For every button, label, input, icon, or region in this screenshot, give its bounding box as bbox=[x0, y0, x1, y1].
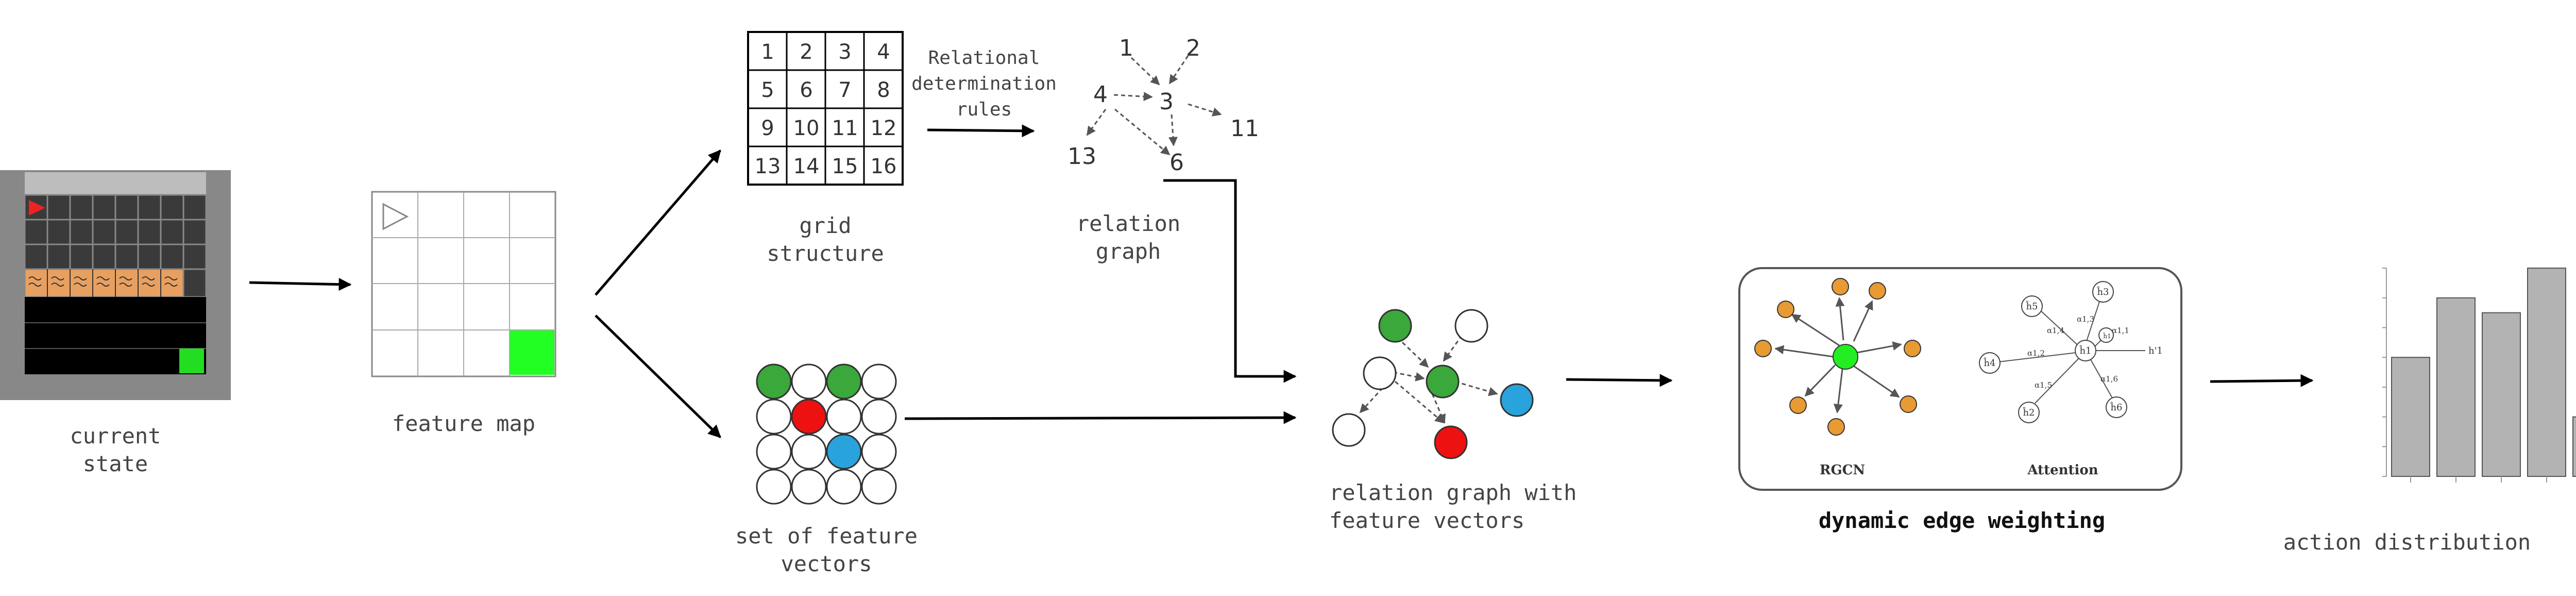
rules-line1: Relational bbox=[928, 47, 1040, 69]
feature-map-label: feature map bbox=[392, 411, 535, 436]
lava-row bbox=[24, 268, 184, 298]
current-state-panel: current state bbox=[0, 170, 231, 476]
attention-edge-a11: α1,1 bbox=[2112, 326, 2129, 335]
graph-with-features-label-line2: feature vectors bbox=[1329, 508, 1524, 533]
action-distribution-label: action distribution bbox=[2283, 529, 2531, 555]
attention-node-h5: ĥ5 bbox=[2025, 300, 2038, 312]
grid-cell-14: 14 bbox=[793, 155, 820, 178]
grid-cell-12: 12 bbox=[871, 117, 897, 140]
grid-cell-11: 11 bbox=[832, 117, 858, 140]
goal-cell bbox=[179, 349, 204, 373]
grid-cell-9: 9 bbox=[761, 117, 774, 140]
feature-vectors-panel: set of feature vectors bbox=[735, 363, 918, 576]
relation-graph-label-line1: relation bbox=[1076, 211, 1180, 236]
attention-node-h1-self: ĥ1 bbox=[2103, 332, 2111, 340]
dynamic-edge-panel: RGCN ĥ1 bbox=[1738, 267, 2182, 533]
rules-line3: rules bbox=[956, 99, 1012, 120]
rgcn-graph: RGCN bbox=[1754, 278, 1921, 478]
feature-map-panel: feature map bbox=[371, 191, 556, 436]
current-state-label-line2: state bbox=[83, 451, 148, 476]
relation-node-13: 13 bbox=[1067, 143, 1096, 170]
attention-node-h2: ĥ2 bbox=[2022, 406, 2035, 418]
attention-node-h4: ĥ4 bbox=[1983, 357, 1995, 369]
grid-cell-8: 8 bbox=[877, 78, 890, 102]
action-distribution-chart bbox=[2382, 268, 2576, 483]
grid-cell-3: 3 bbox=[838, 40, 851, 64]
arrow-to-grid-structure bbox=[595, 150, 721, 296]
relation-node-6: 6 bbox=[1170, 150, 1184, 176]
graph-with-features-label-line1: relation graph with bbox=[1329, 480, 1577, 505]
grid-structure-label-line2: structure bbox=[767, 241, 884, 266]
grid-cell-7: 7 bbox=[838, 78, 851, 102]
rgcn-label: RGCN bbox=[1820, 462, 1865, 478]
attention-center-node: ĥ1 bbox=[2079, 344, 2091, 356]
grid-structure-label-line1: grid bbox=[799, 213, 851, 238]
goal-cell bbox=[510, 330, 554, 375]
grid-cell-5: 5 bbox=[761, 78, 774, 102]
action-distribution-panel: action distribution bbox=[2283, 268, 2576, 555]
chart-bar-a3 bbox=[2482, 312, 2521, 477]
agent-arrow-icon bbox=[29, 200, 45, 216]
arrow-to-action-distribution bbox=[2210, 374, 2314, 387]
dynamic-edge-label: dynamic edge weighting bbox=[1819, 508, 2105, 533]
attention-edge-a16: α1,6 bbox=[2100, 374, 2118, 384]
grid-cell-4: 4 bbox=[877, 40, 890, 64]
arrow-to-dynamic-edge bbox=[1566, 374, 1673, 387]
grid-cell-1: 1 bbox=[761, 40, 774, 64]
arrow-relation-to-combined bbox=[1163, 179, 1297, 383]
feature-vectors-label-line2: vectors bbox=[781, 551, 872, 576]
grid-cell-2: 2 bbox=[800, 40, 812, 64]
attention-graph: ĥ1 ĥ3 ĥ4 ĥ6 ĥ5 ĥ2 ĥ1 h'1 α1,3 α1,4 α1,2 … bbox=[1979, 281, 2163, 478]
relation-node-4: 4 bbox=[1093, 81, 1108, 108]
chart-bar-a4 bbox=[2527, 268, 2566, 477]
attention-edge-a15: α1,5 bbox=[2035, 380, 2052, 390]
attention-node-h6: ĥ6 bbox=[2110, 401, 2122, 413]
grid-cell-13: 13 bbox=[755, 155, 781, 178]
arrow-rules bbox=[927, 124, 1035, 138]
relation-graph-panel: 1 2 3 4 11 13 6 relation graph bbox=[1067, 35, 1259, 264]
arrow-state-to-featuremap bbox=[249, 278, 352, 291]
grid-cell-15: 15 bbox=[832, 155, 858, 178]
arrow-vectors-to-combined bbox=[904, 411, 1297, 424]
graph-with-features-panel: relation graph with feature vectors bbox=[1329, 309, 1577, 533]
feature-vectors-label-line1: set of feature bbox=[735, 523, 918, 549]
grid-structure-panel: 1 2 3 4 5 6 7 8 9 10 11 12 13 14 15 16 g… bbox=[747, 31, 904, 266]
attention-edge-a12: α1,2 bbox=[2027, 349, 2045, 358]
rules-line2: determination bbox=[911, 73, 1057, 94]
current-state-label-line1: current bbox=[70, 423, 161, 449]
state-grid bbox=[24, 194, 207, 374]
attention-edge-a13: α1,3 bbox=[2077, 314, 2094, 324]
agent-outline-icon bbox=[382, 203, 409, 230]
chart-bar-a1 bbox=[2391, 357, 2430, 477]
relational-rules: Relational determination rules bbox=[911, 47, 1057, 138]
arrow-to-feature-vectors bbox=[595, 314, 721, 438]
chart-bar-a2 bbox=[2436, 297, 2476, 477]
attention-label: Attention bbox=[2027, 462, 2098, 478]
relation-graph-label-line2: graph bbox=[1096, 239, 1161, 264]
relation-node-2: 2 bbox=[1186, 35, 1200, 61]
grid-cell-10: 10 bbox=[793, 117, 820, 140]
relation-node-3: 3 bbox=[1159, 89, 1174, 115]
relation-node-1: 1 bbox=[1119, 35, 1133, 61]
relation-node-11: 11 bbox=[1230, 115, 1259, 142]
grid-cell-16: 16 bbox=[871, 155, 897, 178]
chart-bar-a5 bbox=[2572, 416, 2576, 477]
attention-node-output: h'1 bbox=[2148, 345, 2163, 356]
attention-node-h3: ĥ3 bbox=[2096, 286, 2109, 297]
grid-cell-6: 6 bbox=[800, 78, 812, 102]
attention-edge-a14: α1,4 bbox=[2047, 326, 2064, 335]
